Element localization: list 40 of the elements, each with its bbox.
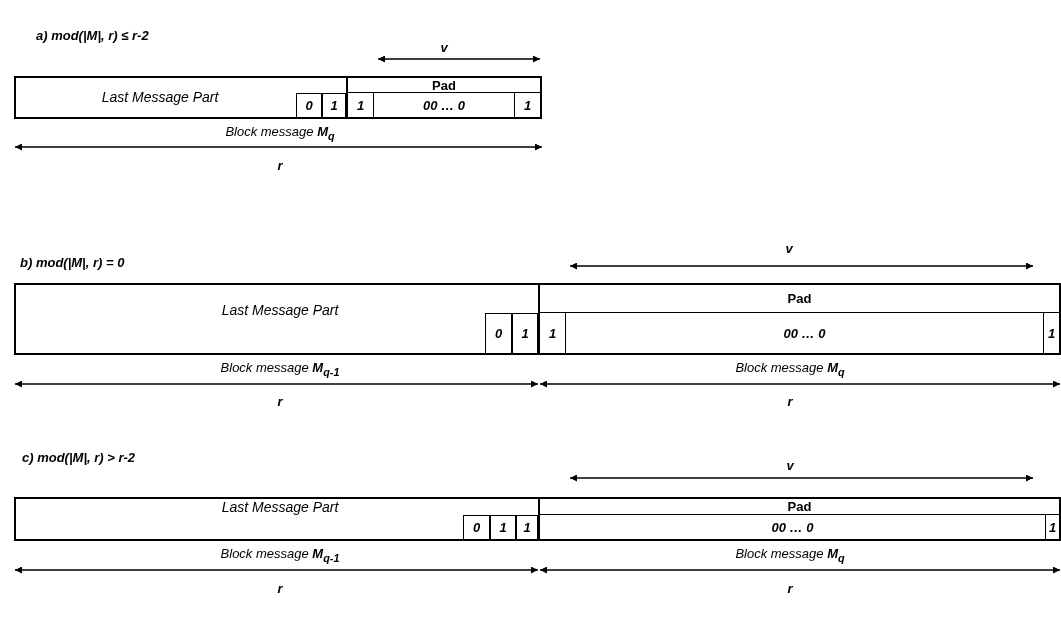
condition-heading: a) mod(|M|, r) ≤ r-2 — [36, 27, 149, 43]
part-label: Last Message Part — [221, 302, 339, 318]
bit-field: 1 — [322, 93, 346, 117]
dimension-label: v — [785, 240, 793, 256]
bit-field: 1 — [512, 313, 538, 353]
block-label: Block message M$_{q}$ — [735, 546, 845, 564]
bit-field: 1 — [1046, 515, 1061, 541]
block-label: Block message M$_{q-1}$ — [220, 360, 340, 378]
bit-field: 0 — [463, 515, 490, 539]
message-block — [14, 76, 348, 119]
bit-field: 1 — [490, 515, 516, 539]
dimension-label: r — [277, 580, 283, 596]
dimension-label: r — [277, 393, 283, 409]
bit-field: 1 — [348, 93, 374, 119]
message-block — [14, 283, 540, 355]
bit-field: 1 — [516, 515, 538, 539]
block-label: Block message M$_{q}$ — [735, 360, 845, 378]
bit-field: 1 — [1044, 313, 1061, 355]
dimension-label: r — [277, 157, 283, 173]
condition-heading: b) mod(|M|, r) = 0 — [20, 254, 125, 270]
bit-field: 0 — [296, 93, 322, 117]
message-block — [14, 497, 540, 541]
part-label: Last Message Part — [101, 89, 219, 105]
dimension-label: v — [786, 457, 794, 473]
condition-heading: c) mod(|M|, r) > r-2 — [22, 449, 136, 465]
bit-field: 00 … 0 — [566, 313, 1044, 355]
pad-header: Pad — [540, 283, 1061, 313]
dimension-label: r — [787, 393, 793, 409]
bit-field: 0 — [485, 313, 512, 353]
pad-header: Pad — [540, 497, 1061, 515]
dimension-label: r — [787, 580, 793, 596]
bit-field: 00 … 0 — [540, 515, 1046, 541]
bit-field: 00 … 0 — [374, 93, 515, 119]
dimension-label: v — [440, 39, 448, 55]
block-label: Block message M$_{q}$ — [225, 124, 335, 142]
block-label: Block message M$_{q-1}$ — [220, 546, 340, 564]
pad-header: Pad — [348, 76, 542, 93]
part-label: Last Message Part — [221, 499, 339, 515]
bit-field: 1 — [515, 93, 542, 119]
bit-field: 1 — [540, 313, 566, 355]
